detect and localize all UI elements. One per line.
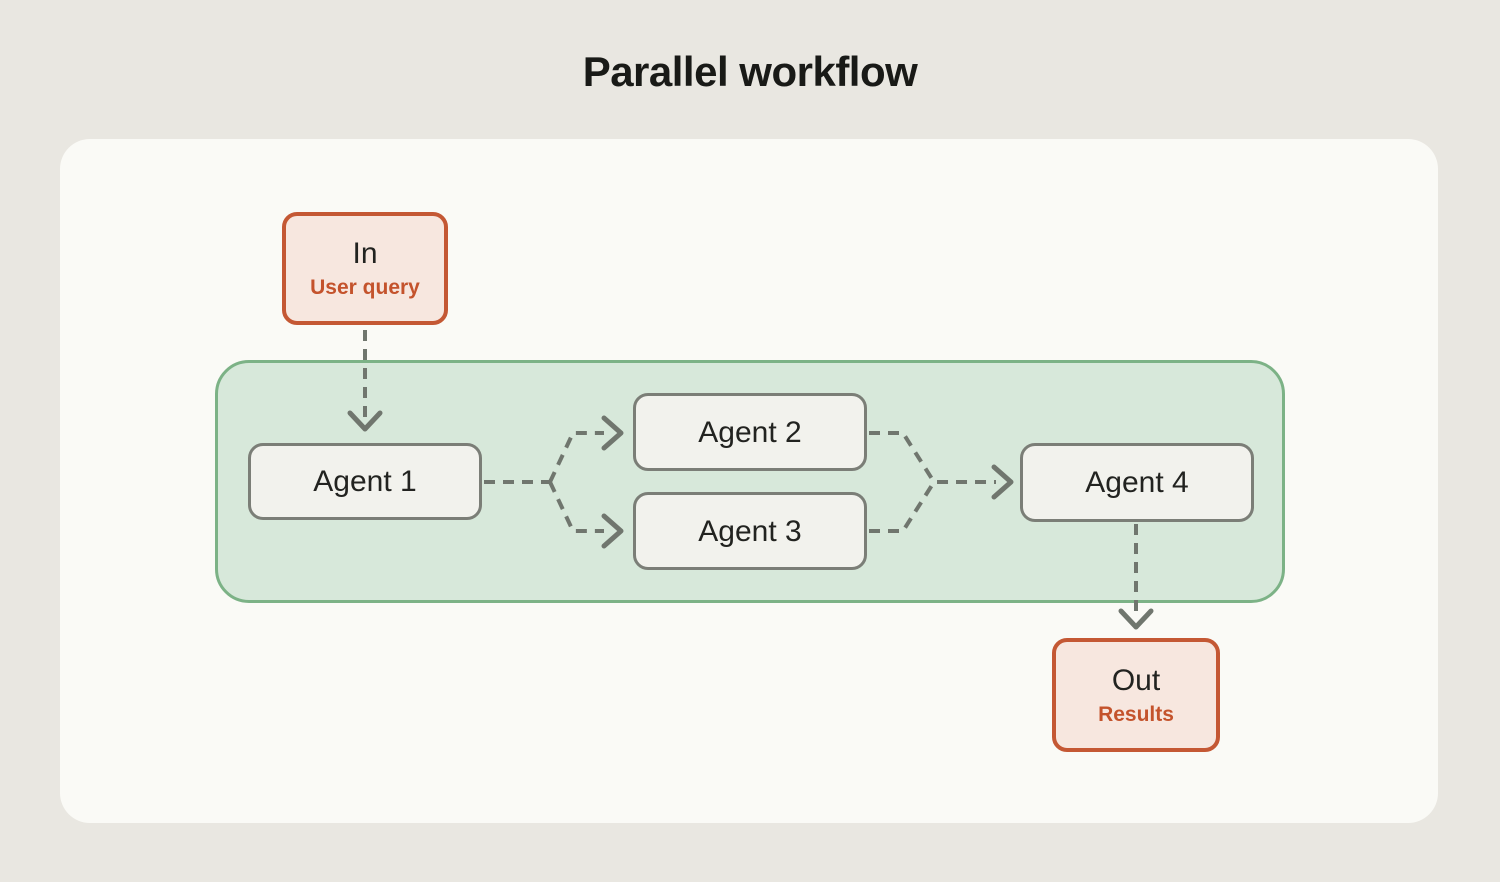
node-agent2-label: Agent 2 bbox=[698, 415, 802, 449]
node-in-sublabel: User query bbox=[310, 276, 420, 299]
node-agent3: Agent 3 bbox=[633, 492, 867, 570]
diagram-title: Parallel workflow bbox=[582, 48, 918, 95]
node-in: In User query bbox=[282, 212, 448, 325]
node-out: Out Results bbox=[1052, 638, 1220, 752]
node-out-sublabel: Results bbox=[1098, 702, 1174, 726]
node-agent3-label: Agent 3 bbox=[698, 514, 802, 548]
node-agent4-label: Agent 4 bbox=[1085, 466, 1189, 499]
node-agent1-label: Agent 1 bbox=[313, 465, 417, 498]
node-in-label: In bbox=[352, 237, 378, 270]
node-out-label: Out bbox=[1111, 663, 1161, 697]
node-agent2: Agent 2 bbox=[633, 393, 867, 471]
node-agent1: Agent 1 bbox=[248, 443, 482, 520]
node-agent4: Agent 4 bbox=[1020, 443, 1254, 522]
